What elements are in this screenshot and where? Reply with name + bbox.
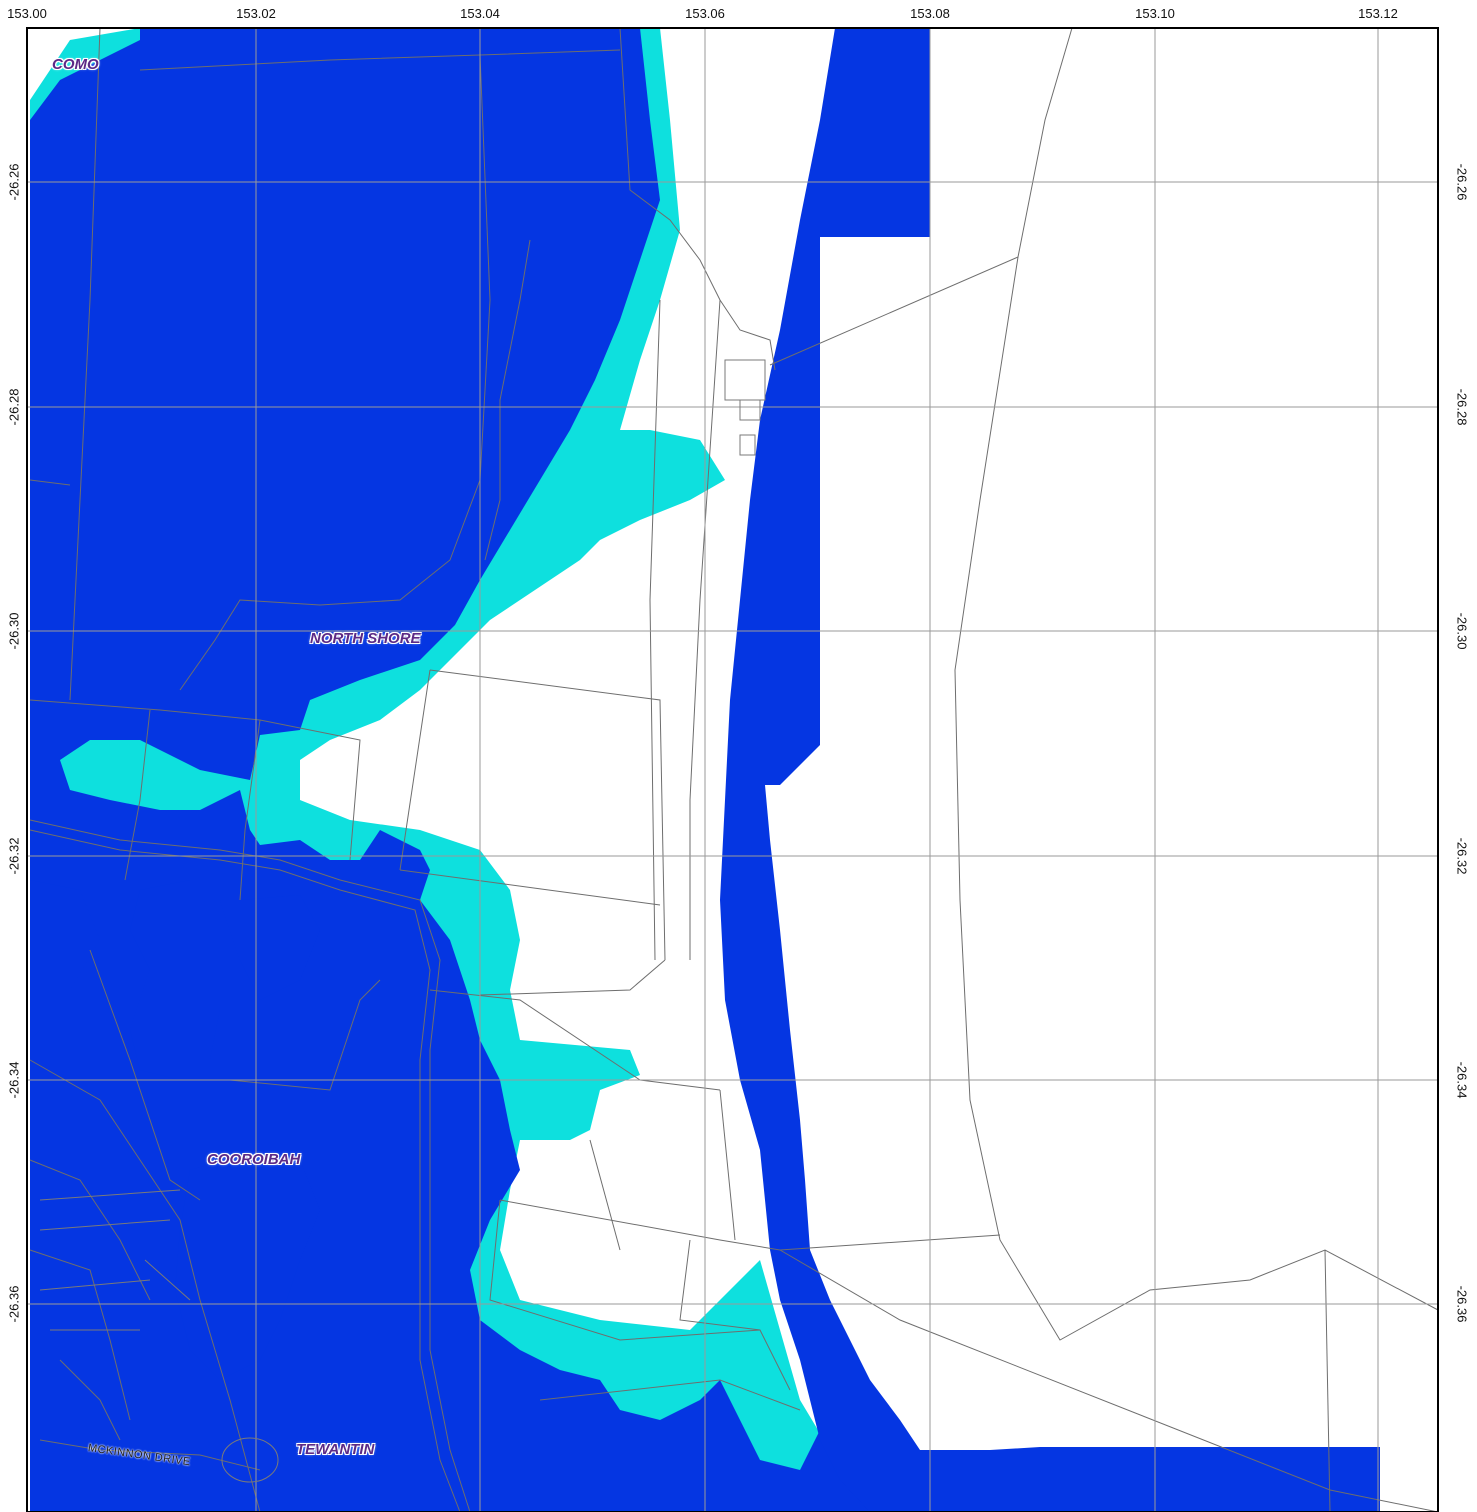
place-label-tewantin: TEWANTIN (296, 1441, 375, 1458)
cadastral-lines (29, 28, 1438, 1512)
map-frame (26, 27, 1439, 1512)
deep-flood-layer (30, 28, 1380, 1512)
lat-tick-label-left: -26.36 (6, 1285, 22, 1323)
lat-tick-label-left: -26.26 (6, 163, 22, 201)
lon-tick-label: 153.12 (1358, 6, 1398, 21)
graticule (27, 28, 1438, 1512)
lat-tick-label-right: -26.28 (1454, 388, 1470, 426)
place-label-north-shore: NORTH SHORE (310, 630, 421, 647)
lat-tick-label-right: -26.32 (1454, 837, 1470, 875)
lat-tick-label-right: -26.26 (1454, 163, 1470, 201)
lon-tick-label: 153.10 (1135, 6, 1175, 21)
lon-tick-label: 153.04 (460, 6, 500, 21)
lat-tick-label-right: -26.36 (1454, 1285, 1470, 1323)
lon-tick-label: 153.00 (7, 6, 47, 21)
lat-tick-label-left: -26.34 (6, 1061, 22, 1099)
lon-tick-label: 153.02 (236, 6, 276, 21)
lat-tick-label-right: -26.34 (1454, 1061, 1470, 1099)
place-label-como: COMO (52, 56, 99, 73)
lat-tick-label-left: -26.30 (6, 612, 22, 650)
lon-tick-label: 153.08 (910, 6, 950, 21)
urban-lots (39, 359, 766, 1483)
lat-tick-label-left: -26.28 (6, 388, 22, 426)
place-label-cooroibah: COOROIBAH (207, 1151, 301, 1168)
lat-tick-label-right: -26.30 (1454, 612, 1470, 650)
lat-tick-label-left: -26.32 (6, 837, 22, 875)
lon-tick-label: 153.06 (685, 6, 725, 21)
